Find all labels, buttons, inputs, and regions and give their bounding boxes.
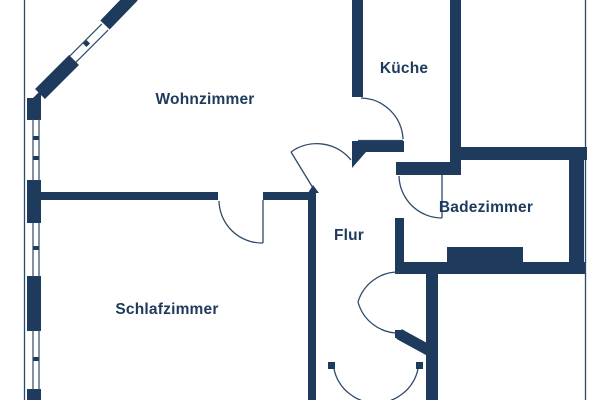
wohnzimmer-schlafzimmer-wall (27, 185, 319, 200)
schlafzimmer-door (218, 200, 264, 244)
badezimmer-niche-block (447, 247, 523, 262)
kueche-bottom-wall (352, 141, 404, 168)
wohnzimmer-door (290, 143, 352, 189)
badezimmer-top-wall (450, 147, 587, 160)
window-tick (33, 357, 39, 361)
door-leaf (290, 151, 314, 189)
door-arc (218, 200, 264, 244)
flur-bottom-double-door (328, 362, 423, 400)
kueche-left-wall (352, 0, 363, 97)
door-hinge-stub (416, 362, 423, 369)
left-wall (27, 98, 41, 400)
door-arc-left (333, 368, 363, 400)
badezimmer-right-wall (569, 147, 584, 274)
right-room-left-wall (426, 262, 438, 400)
left-window-1 (32, 119, 40, 181)
wall-corner-point (308, 185, 319, 193)
badezimmer-walls (395, 147, 587, 274)
wall-segment (27, 389, 41, 400)
badezimmer-door (398, 175, 443, 219)
bay-wall-segment-bottom (35, 55, 79, 99)
kueche-right-wall (450, 0, 461, 163)
room-label-flur: Flur (333, 227, 365, 244)
room-label-schlafzimmer: Schlafzimmer (115, 301, 219, 318)
flur-closet (357, 271, 435, 357)
left-window-2 (32, 222, 40, 277)
door-hinge-stub (328, 362, 335, 369)
room-label-wohnzimmer: Wohnzimmer (155, 91, 255, 108)
door-arc (290, 143, 352, 161)
closet-door-arc-bottom (357, 301, 400, 334)
bay-wall-segment-top (100, 0, 138, 30)
room-label-badezimmer: Badezimmer (438, 199, 534, 216)
door-arc-right (389, 368, 419, 400)
badezimmer-left-wall (395, 218, 404, 264)
flur-left-wall (308, 192, 316, 400)
closet-door-arc-top (357, 271, 400, 303)
wall-segment (27, 98, 41, 120)
window-tick (33, 156, 39, 160)
kueche-walls (352, 0, 461, 168)
window-tick (33, 136, 39, 140)
door-arc (360, 97, 404, 140)
left-bay-diagonal-window (67, 23, 109, 65)
window-tick (33, 246, 39, 250)
outer-boundary-lines (23, 0, 587, 400)
wall-segment (263, 192, 316, 200)
wall-segment (27, 276, 41, 331)
kueche-door (358, 97, 404, 142)
badezimmer-top-step-wall (396, 162, 461, 175)
room-label-kueche: Küche (379, 60, 429, 77)
wall-segment (27, 192, 218, 200)
left-window-3 (32, 330, 40, 390)
left-bay (27, 0, 138, 118)
door-arc (398, 175, 443, 219)
badezimmer-bottom-wall (395, 262, 585, 274)
wall-segment (27, 180, 41, 223)
